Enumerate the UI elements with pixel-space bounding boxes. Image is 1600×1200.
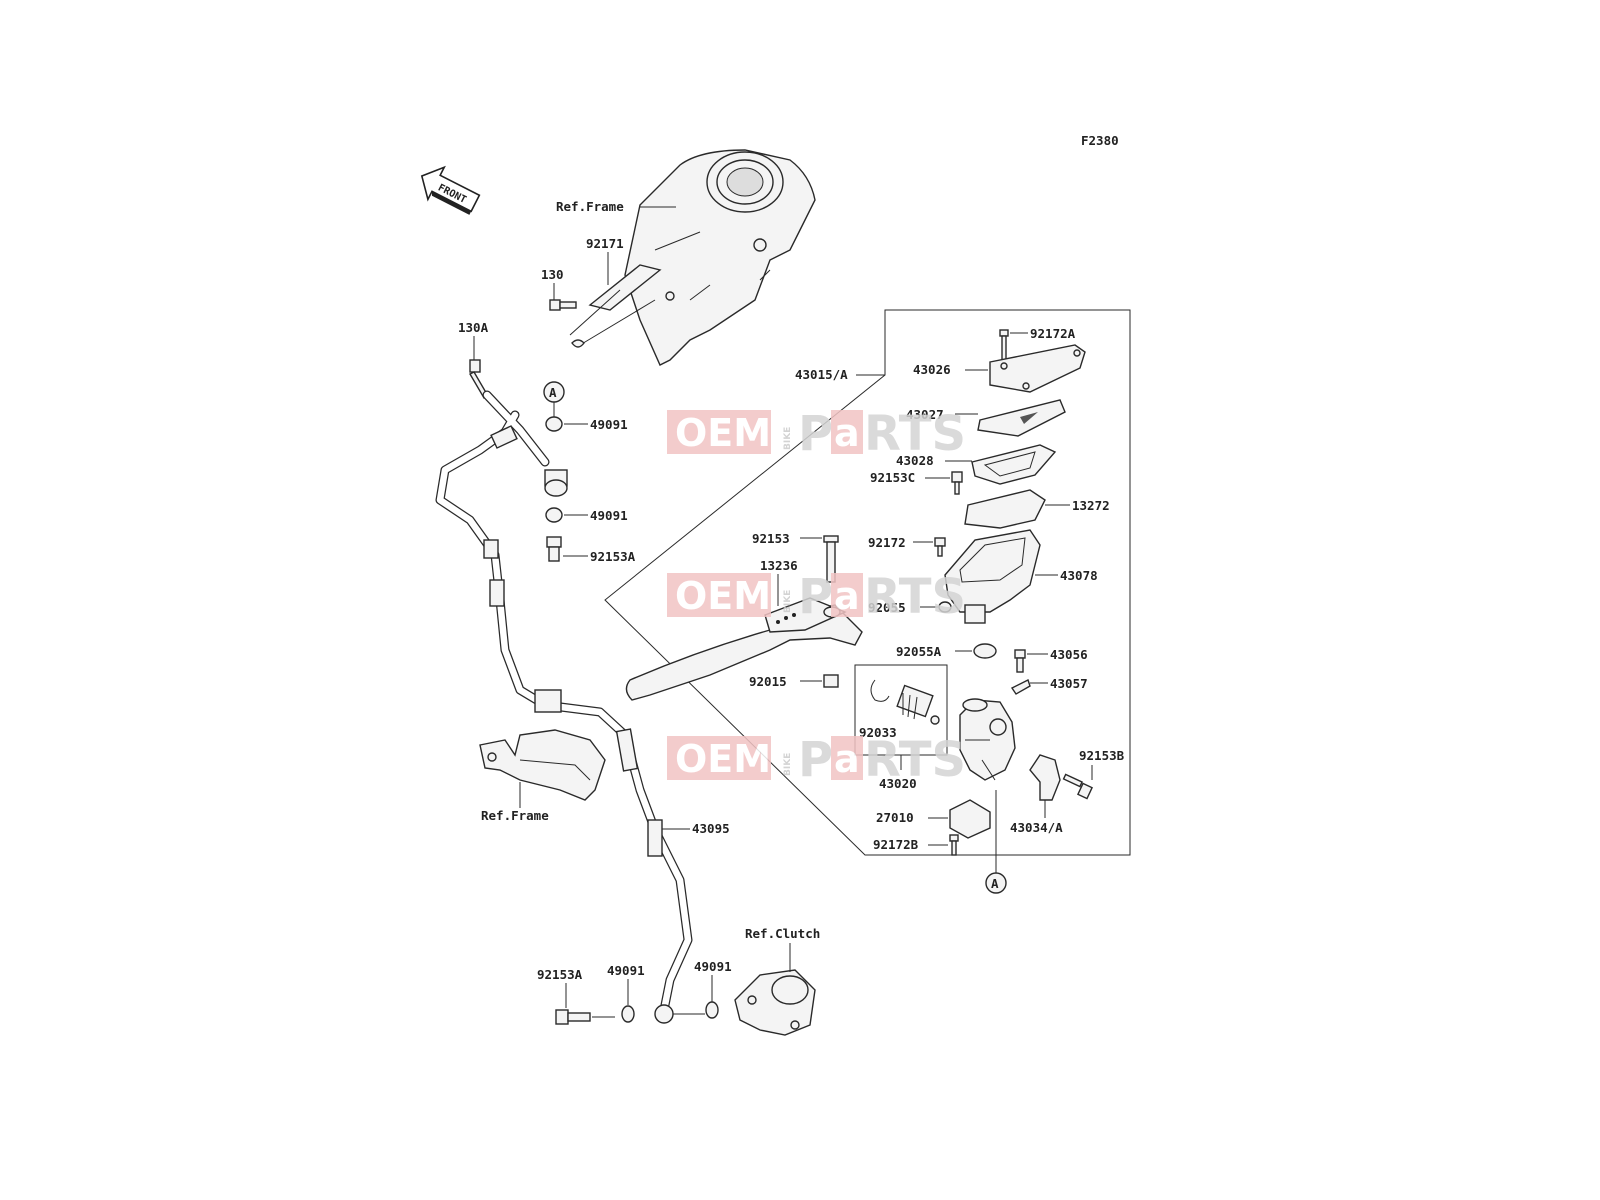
diagram-code: F2380: [1081, 133, 1119, 148]
label-92172b: 92172B: [873, 837, 919, 852]
label-ref-frame-top: Ref.Frame: [556, 199, 624, 214]
washer-49091-c-icon: [621, 1005, 635, 1023]
label-92033: 92033: [859, 725, 897, 740]
watermark-3: OEM BIKE P a RTS: [667, 732, 966, 788]
label-43028: 43028: [896, 453, 934, 468]
frame-head-drawing: [569, 149, 816, 366]
clutch-lever-drawing: [625, 597, 863, 701]
svg-text:P: P: [798, 406, 833, 462]
label-92055a: 92055A: [896, 644, 942, 659]
watermark-2: OEM BIKE P a RTS: [667, 569, 966, 625]
label-43026: 43026: [913, 362, 951, 377]
label-43015a: 43015/A: [795, 367, 848, 382]
diaphragm-icon: [971, 444, 1057, 485]
label-92153a-bottom: 92153A: [537, 967, 583, 982]
label-49091-a: 49091: [590, 417, 628, 432]
svg-text:P: P: [798, 732, 833, 788]
screw-92172b-icon: [949, 834, 959, 856]
oring-92055-icon: [938, 601, 952, 613]
label-43078: 43078: [1060, 568, 1098, 583]
washer-49091-d-icon: [705, 1001, 719, 1019]
label-43095: 43095: [692, 821, 730, 836]
banjo-fitting-icon: [654, 1004, 674, 1024]
clamp-43034a-drawing: [1029, 754, 1061, 801]
svg-text:BIKE: BIKE: [783, 427, 793, 450]
label-49091-b: 49091: [590, 508, 628, 523]
label-43020: 43020: [879, 776, 917, 791]
svg-text:OEM: OEM: [675, 411, 771, 455]
callout-a-bottom-label: A: [991, 876, 999, 891]
label-13272: 13272: [1072, 498, 1110, 513]
label-43056: 43056: [1050, 647, 1088, 662]
label-92153b: 92153B: [1079, 748, 1125, 763]
label-13236: 13236: [760, 558, 798, 573]
clutch-hose-drawing: [435, 390, 693, 1010]
plate-13272-icon: [964, 489, 1046, 529]
washer-49091-a-icon: [545, 416, 563, 432]
screw-92172-icon: [934, 537, 946, 557]
bolt-92153b-icon: [1062, 773, 1093, 800]
piston-kit-drawing: [870, 679, 940, 725]
washer-49091-b-icon: [545, 507, 563, 523]
svg-text:RTS: RTS: [864, 732, 966, 788]
cap-43057-icon: [1010, 679, 1031, 695]
label-92171: 92171: [586, 236, 624, 251]
label-43027: 43027: [906, 407, 944, 422]
clutch-slave-drawing: [734, 969, 816, 1036]
front-arrow-icon: FRONT: [420, 165, 481, 215]
svg-text:a: a: [834, 411, 860, 455]
callout-a-top-label: A: [549, 385, 557, 400]
svg-text:a: a: [834, 737, 860, 781]
svg-text:OEM: OEM: [675, 574, 771, 618]
label-49091-d: 49091: [694, 959, 732, 974]
bolt-92153a-bottom-icon: [555, 1009, 591, 1025]
reservoir-body-drawing: [944, 529, 1041, 624]
svg-text:RTS: RTS: [864, 406, 966, 462]
master-cylinder-drawing: [959, 698, 1016, 781]
label-49091-c: 49091: [607, 963, 645, 978]
label-130a: 130A: [458, 320, 489, 335]
bleeder-43056-icon: [1014, 649, 1026, 673]
label-92172: 92172: [868, 535, 906, 550]
oring-92055a-icon: [973, 643, 997, 659]
svg-text:P: P: [798, 569, 833, 625]
svg-text:RTS: RTS: [864, 569, 966, 625]
switch-27010-icon: [949, 799, 991, 839]
frame-bracket-drawing: [479, 729, 606, 801]
label-43057: 43057: [1050, 676, 1088, 691]
bolt-92153a-top-icon: [546, 536, 562, 562]
label-92055: 92055: [868, 600, 906, 615]
watermark-1: OEM BIKE P a RTS: [667, 406, 966, 462]
svg-text:BIKE: BIKE: [783, 590, 793, 613]
nut-92015-icon: [823, 674, 839, 688]
svg-text:OEM: OEM: [675, 737, 771, 781]
label-27010: 27010: [876, 810, 914, 825]
svg-text:a: a: [834, 574, 860, 618]
callout-a-bottom: [985, 872, 1007, 894]
label-ref-clutch: Ref.Clutch: [745, 926, 820, 941]
label-92153c: 92153C: [870, 470, 915, 485]
bolt-130-icon: [549, 299, 577, 311]
label-92172a: 92172A: [1030, 326, 1076, 341]
svg-text:BIKE: BIKE: [783, 753, 793, 776]
label-43034a: 43034/A: [1010, 820, 1063, 835]
label-ref-frame-bottom: Ref.Frame: [481, 808, 549, 823]
reservoir-cap-icon: [989, 344, 1086, 393]
screw-92172a-icon: [999, 329, 1009, 361]
label-92153: 92153: [752, 531, 790, 546]
label-130: 130: [541, 267, 564, 282]
screw-92153c-icon: [951, 471, 963, 495]
label-92015: 92015: [749, 674, 787, 689]
label-92153a-top: 92153A: [590, 549, 636, 564]
